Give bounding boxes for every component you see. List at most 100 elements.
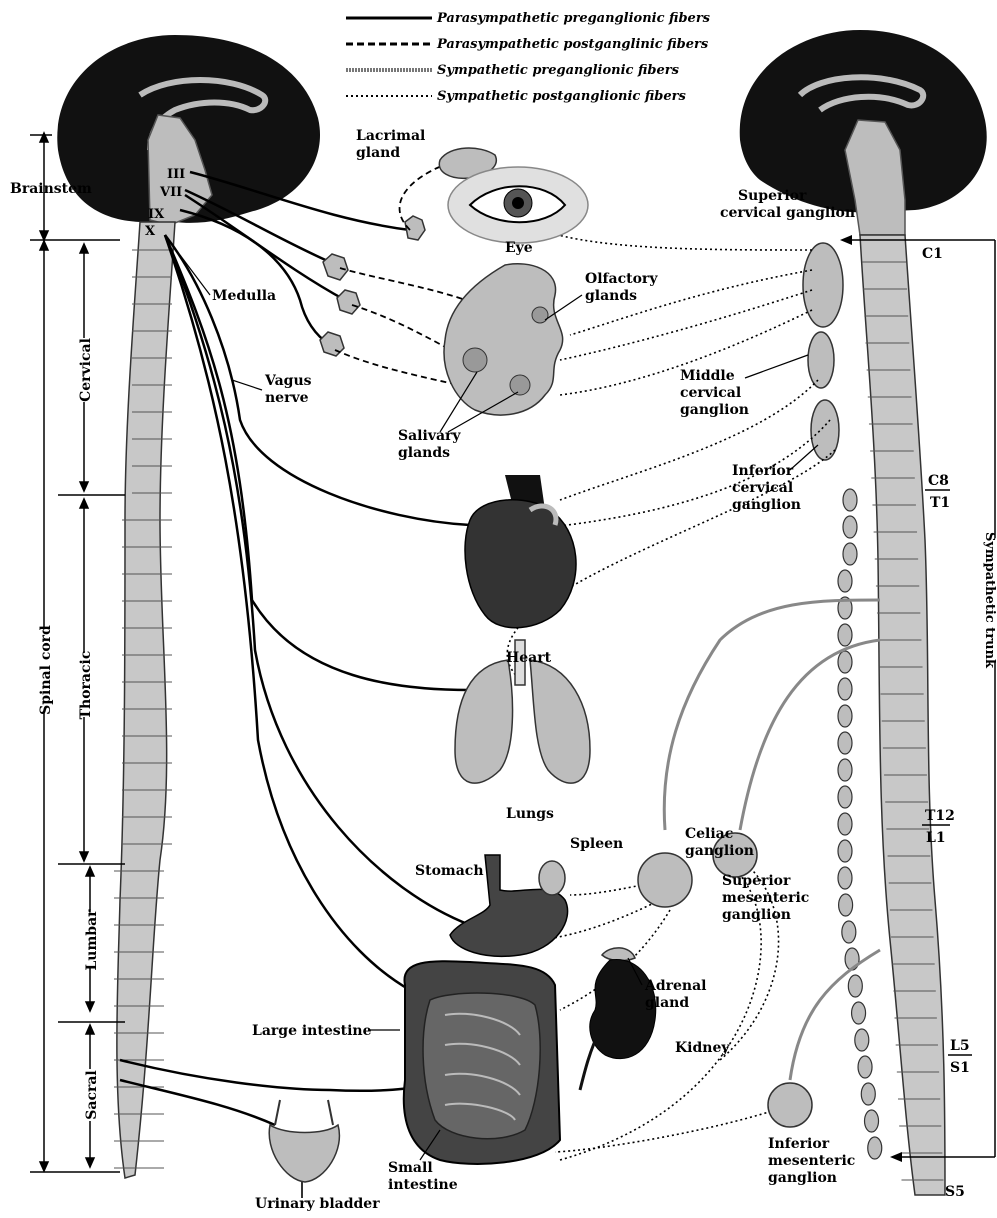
kidney-label: Kidney xyxy=(675,1040,730,1056)
arrow xyxy=(80,244,88,253)
arrow xyxy=(86,867,94,876)
right-lung xyxy=(530,660,590,783)
c1-label: C1 xyxy=(922,246,943,262)
trunk-bottom-arrow xyxy=(890,1152,902,1162)
chain-ganglion xyxy=(843,489,857,511)
ureter xyxy=(580,1030,600,1090)
sup-mes-label-3: ganglion xyxy=(722,907,791,923)
mid-cerv-leader xyxy=(745,355,808,378)
vagus-label-1: Vagus xyxy=(264,373,312,389)
large-intestine-label: Large intestine xyxy=(252,1023,372,1039)
lungs-label: Lungs xyxy=(506,806,554,822)
medulla-label: Medulla xyxy=(212,288,276,304)
chain-ganglion xyxy=(838,570,852,592)
fiber-lower-b xyxy=(555,1105,790,1152)
cervical-label-group: Cervical xyxy=(78,338,94,402)
arrow xyxy=(86,1002,94,1011)
fiber-to-sup-mes xyxy=(740,640,880,830)
inf-cerv-label-1: Inferior xyxy=(732,463,794,479)
cranial-nerve-10-label: X xyxy=(145,224,156,239)
sacral-label: Sacral xyxy=(84,1070,100,1119)
t1-label: T1 xyxy=(930,495,950,511)
chain-ganglion xyxy=(838,786,852,808)
chain-ganglion xyxy=(838,651,852,673)
chain-ganglion xyxy=(838,678,852,700)
chain-ganglion xyxy=(843,543,857,565)
fiber-vagus-lungs xyxy=(165,235,470,690)
s5-label: S5 xyxy=(945,1184,965,1200)
cervical-label: Cervical xyxy=(78,338,94,402)
adrenal-gland xyxy=(602,948,635,961)
legend-label-para-pre: Parasympathetic preganglionic fibers xyxy=(436,11,711,26)
legend-label-symp-pre: Sympathetic preganglionic fibers xyxy=(437,63,680,78)
parotid-gland xyxy=(463,348,487,372)
chain-ganglion xyxy=(838,732,852,754)
eye-pupil xyxy=(512,197,524,209)
stomach-label: Stomach xyxy=(415,863,484,879)
arrow xyxy=(86,1158,94,1167)
inferior-mesenteric-ganglion xyxy=(768,1083,812,1127)
vagus-label-2: nerve xyxy=(265,390,309,406)
adrenal-label-1: Adrenal xyxy=(644,978,707,994)
arrow xyxy=(86,1025,94,1034)
sympathetic-trunk-label-group: Sympathetic trunk xyxy=(982,532,997,669)
chain-ganglion xyxy=(838,813,852,835)
arrow xyxy=(80,852,88,861)
mid-cerv-label-2: cervical xyxy=(680,385,741,401)
cranial-nerve-3-label: III xyxy=(167,167,185,182)
chain-ganglion xyxy=(842,921,856,943)
chain-ganglion xyxy=(865,1110,879,1132)
thoracic-label-group: Thoracic xyxy=(78,651,94,720)
sup-cerv-label-1: Superior xyxy=(738,188,807,204)
sympathetic-chain-ganglia xyxy=(838,489,882,1159)
c8-label: C8 xyxy=(928,473,949,489)
eye xyxy=(448,167,588,243)
chain-ganglion xyxy=(868,1137,882,1159)
urinary-bladder-label: Urinary bladder xyxy=(255,1196,380,1212)
cranial-nerve-9-label: IX xyxy=(148,207,165,222)
chain-ganglion xyxy=(838,840,852,862)
face-profile xyxy=(444,264,563,415)
inf-mes-label-1: Inferior xyxy=(768,1136,830,1152)
salivary-label-2: glands xyxy=(398,445,450,461)
chain-ganglion xyxy=(861,1083,875,1105)
inf-mes-label-2: mesenteric xyxy=(768,1153,855,1169)
cranial-nerve-7-label: VII xyxy=(159,185,182,200)
chain-ganglion xyxy=(843,516,857,538)
trunk-top-arrow xyxy=(840,235,852,245)
chain-ganglion xyxy=(858,1056,872,1078)
mid-cerv-label-3: ganglion xyxy=(680,402,749,418)
brainstem-label: Brainstem xyxy=(10,181,92,197)
brainstem-arrow-down xyxy=(40,231,48,240)
arrow xyxy=(80,482,88,491)
thoracic-label: Thoracic xyxy=(78,651,94,720)
submandibular-gland xyxy=(510,375,530,395)
eye-label: Eye xyxy=(505,240,533,256)
lacrimal-label-2: gland xyxy=(356,145,400,161)
sympathetic-trunk-label: Sympathetic trunk xyxy=(982,532,997,669)
vagus-leader xyxy=(232,380,262,390)
fiber-vagus-intestine xyxy=(165,235,410,990)
t12-label: T12 xyxy=(925,808,955,824)
chain-ganglion xyxy=(852,1002,866,1024)
chain-ganglion xyxy=(839,894,853,916)
parasympathetic-ganglia xyxy=(320,216,425,356)
right-spinal-cord xyxy=(860,235,945,1195)
middle-cervical-ganglion xyxy=(808,332,834,388)
submandibular-ganglion xyxy=(337,290,360,314)
spinal-cord-label: Spinal cord xyxy=(38,625,54,715)
olfactory-label-1: Olfactory xyxy=(585,271,658,287)
inf-cerv-label-2: cervical xyxy=(732,480,793,496)
chain-ganglion xyxy=(838,705,852,727)
left-cord-body xyxy=(117,222,175,1178)
lacrimal-label-1: Lacrimal xyxy=(356,128,425,144)
heart-body xyxy=(465,500,576,628)
chain-ganglion xyxy=(838,867,852,889)
l1-label: L1 xyxy=(926,830,946,846)
sup-mes-label-2: mesenteric xyxy=(722,890,809,906)
urinary-bladder xyxy=(269,1100,339,1198)
s1-label: S1 xyxy=(950,1060,970,1076)
olfactory-label-2: glands xyxy=(585,288,637,304)
olfactory-gland-shape xyxy=(532,307,548,323)
